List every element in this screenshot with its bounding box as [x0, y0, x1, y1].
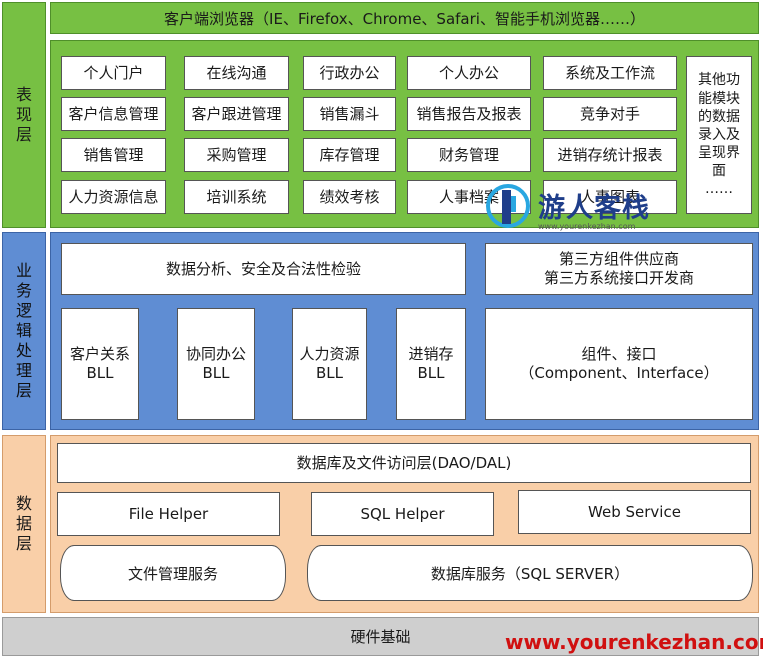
module-customer-followup: 客户跟进管理 — [184, 97, 289, 131]
watermark-name: 游人客栈 — [538, 193, 650, 224]
watermark-logo: 游人客栈 www.yourenkezhan.com — [484, 182, 684, 232]
client-browser-bar: 客户端浏览器（IE、Firefox、Chrome、Safari、智能手机浏览器…… — [50, 2, 759, 34]
data-analysis-security-box: 数据分析、安全及合法性检验 — [61, 243, 466, 295]
module-customer-info: 客户信息管理 — [61, 97, 166, 131]
module-purchase-management: 采购管理 — [184, 138, 289, 172]
web-service-box: Web Service — [518, 490, 751, 534]
components-interface-box: 组件、接口 （Component、Interface） — [485, 308, 753, 420]
data-layer-label: 数 据 层 — [2, 435, 46, 613]
database-service: 数据库服务（SQL SERVER） — [307, 545, 753, 601]
business-layer-label: 业 务 逻 辑 处 理 层 — [2, 232, 46, 430]
bll-office-box: 协同办公 BLL — [177, 308, 255, 420]
presentation-layer-label: 表 现 层 — [2, 2, 46, 228]
module-personal-portal: 个人门户 — [61, 56, 166, 90]
module-sales-funnel: 销售漏斗 — [303, 97, 396, 131]
bll-inventory-box: 进销存 BLL — [396, 308, 466, 420]
module-online-chat: 在线沟通 — [184, 56, 289, 90]
hardware-label: 硬件基础 — [350, 628, 411, 646]
module-hr-info: 人力资源信息 — [61, 180, 166, 214]
module-administration: 行政办公 — [303, 56, 396, 90]
module-inventory-stats: 进销存统计报表 — [543, 138, 677, 172]
module-training: 培训系统 — [184, 180, 289, 214]
watermark-logo-icon — [486, 184, 530, 228]
watermark-small-url: www.yourenkezhan.com — [538, 222, 636, 231]
bll-hr-box: 人力资源 BLL — [292, 308, 367, 420]
module-competitors: 竞争对手 — [543, 97, 677, 131]
third-party-box: 第三方组件供应商 第三方系统接口开发商 — [485, 243, 753, 295]
file-management-service: 文件管理服务 — [60, 545, 286, 601]
module-inventory-management: 库存管理 — [303, 138, 396, 172]
watermark-url: www.yourenkezhan.com — [505, 630, 763, 654]
sql-helper-box: SQL Helper — [311, 492, 494, 536]
module-personnel-charts: 人事图表 — [543, 180, 677, 214]
module-system-workflow: 系统及工作流 — [543, 56, 677, 90]
module-sales-management: 销售管理 — [61, 138, 166, 172]
file-helper-box: File Helper — [57, 492, 280, 536]
bll-crm-box: 客户关系 BLL — [61, 308, 139, 420]
module-finance-management: 财务管理 — [407, 138, 531, 172]
module-sales-report: 销售报告及报表 — [407, 97, 531, 131]
client-browser-label: 客户端浏览器（IE、Firefox、Chrome、Safari、智能手机浏览器…… — [164, 9, 645, 28]
module-other-functions: 其他功 能模块 的数据 录入及 呈现界 面 …… — [686, 56, 752, 214]
hardware-bar: 硬件基础 — [2, 617, 759, 656]
module-personal-office: 个人办公 — [407, 56, 531, 90]
module-performance: 绩效考核 — [303, 180, 396, 214]
dao-box: 数据库及文件访问层(DAO/DAL) — [57, 443, 751, 483]
